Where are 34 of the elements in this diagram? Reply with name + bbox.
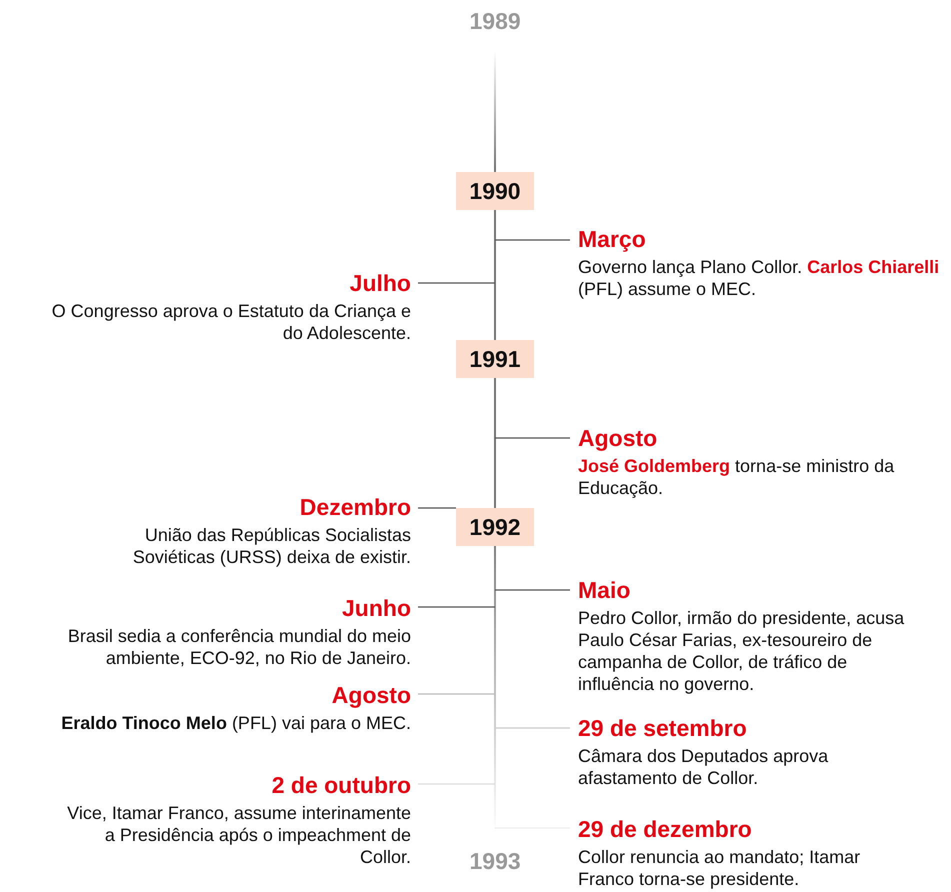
event-description: O Congresso aprova o Estatuto da Criança e do Adolescente. [50,300,411,344]
event-date: Agosto [578,425,658,451]
event-date: Agosto [332,682,411,708]
event-description: Brasil sedia a conferência mundial do meio ambiente, ECO-92, no Rio de Janeiro. [66,625,411,669]
leader-line [495,727,570,729]
event-description: Governo lança Plano Collor. Carlos Chiarelli (PFL) assume o MEC. [578,256,940,300]
event-date: 29 de setembro [578,715,747,741]
event-date: Junho [342,595,411,621]
leader-line [495,437,570,439]
event-description: José Goldemberg torna-se ministro da Educação. [578,455,896,499]
event-description: Câmara dos Deputados aprova afastamento de Collor. [578,745,830,789]
year-label: 1989 [470,8,521,35]
leader-line [418,693,495,695]
leader-line [418,783,495,785]
year-box: 1992 [456,508,534,546]
event-description: Eraldo Tinoco Melo (PFL) vai para o MEC. [60,712,411,734]
event-date: 2 de outubro [272,772,411,798]
event-description: União das Repúblicas Socialistas Soviéticas (URSS) deixa de existir. [132,524,411,568]
event-description: Vice, Itamar Franco, assume interinamente a Presidência após o impeachment de Collor. [66,802,411,868]
event-date: Dezembro [300,494,411,520]
year-label: 1993 [470,848,521,875]
leader-line [418,606,495,608]
event-date: Maio [578,577,630,603]
leader-line [495,589,570,591]
event-date: Julho [350,270,411,296]
year-box: 1990 [456,172,534,210]
year-box: 1991 [456,340,534,378]
leader-line [495,239,570,241]
event-date: Março [578,226,646,252]
leader-line [418,507,456,509]
leader-line [418,282,495,284]
event-description: Collor renuncia ao mandato; Itamar Franco torna-se presidente. [578,846,862,890]
event-date: 29 de dezembro [578,816,752,842]
event-description: Pedro Collor, irmão do presidente, acusa Paulo César Farias, ex-tesoureiro de campanha de Collor, de tráfico de influência no governo. [578,607,906,695]
